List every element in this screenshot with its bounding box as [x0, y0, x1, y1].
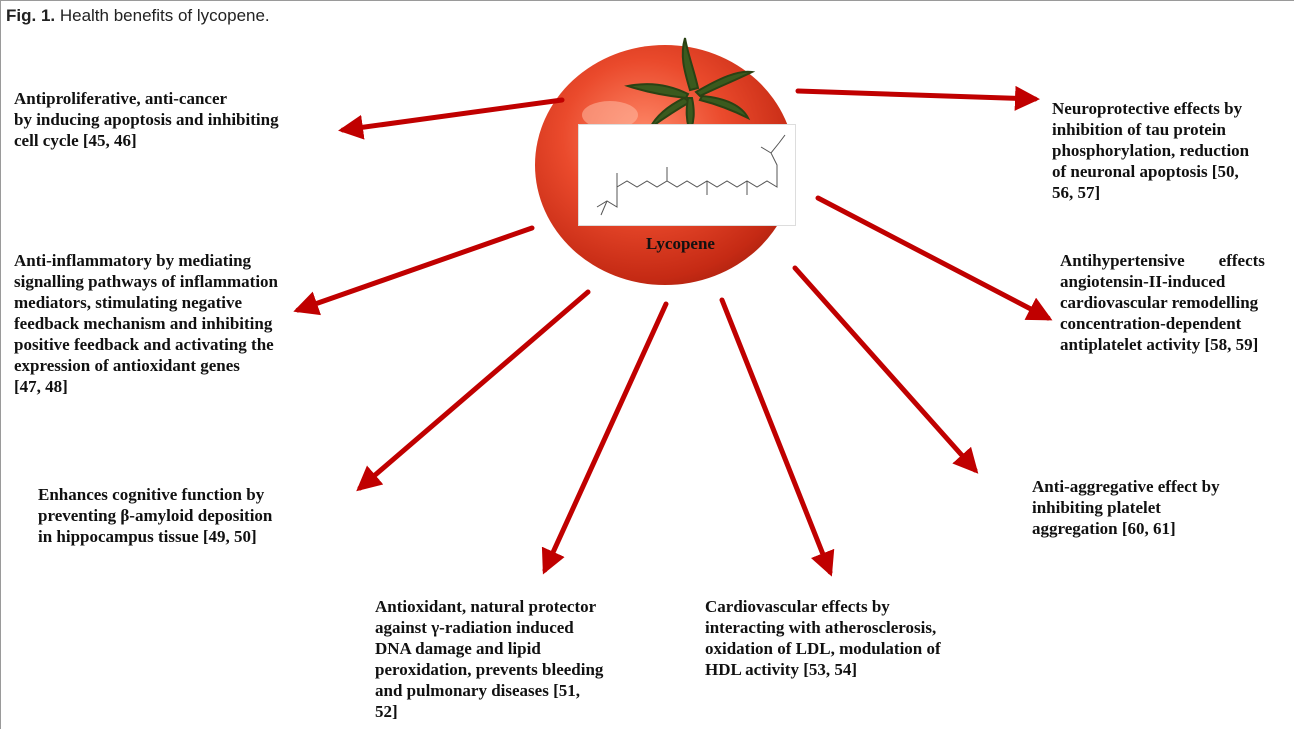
label-antioxidant: Antioxidant, natural protector against γ… — [375, 597, 604, 721]
arrow-neuroprotective — [795, 85, 1040, 111]
caption-label: Fig. 1. — [6, 6, 56, 25]
tomato-highlight — [582, 101, 638, 129]
label-anti-aggregative: Anti-aggregative effect by inhibiting pl… — [1032, 477, 1220, 538]
arrow-anti-inflammatory — [293, 225, 535, 316]
lycopene-structure — [578, 124, 796, 226]
label-neuroprotective: Neuroprotective effects by inhibition of… — [1052, 99, 1250, 202]
label-antiproliferative: Antiproliferative, anti-cancer by induci… — [14, 89, 279, 150]
label-cardiovascular: Cardiovascular effects by interacting wi… — [705, 597, 941, 679]
arrow-antiproliferative — [338, 97, 565, 140]
lycopene-label: Lycopene — [646, 234, 715, 253]
caption-text: Health benefits of lycopene. — [55, 6, 270, 25]
arrow-antioxidant — [541, 301, 669, 575]
arrow-cardiovascular — [719, 297, 835, 577]
arrow-cognitive — [356, 289, 591, 492]
label-anti-inflammatory: Anti-inflammatory by mediating signallin… — [14, 251, 279, 396]
figure-caption: Fig. 1. Health benefits of lycopene. — [6, 6, 270, 26]
arrows — [293, 85, 1053, 577]
lycopene-molecule-drawing — [596, 134, 786, 216]
tomato-stem — [624, 37, 756, 135]
arrow-anti-aggregative — [792, 265, 979, 474]
label-antihypertensive: Antihypertensive effects angiotensin-II-… — [1060, 251, 1265, 354]
arrow-antihypertensive — [815, 195, 1053, 321]
label-cognitive: Enhances cognitive function by preventin… — [38, 485, 273, 546]
